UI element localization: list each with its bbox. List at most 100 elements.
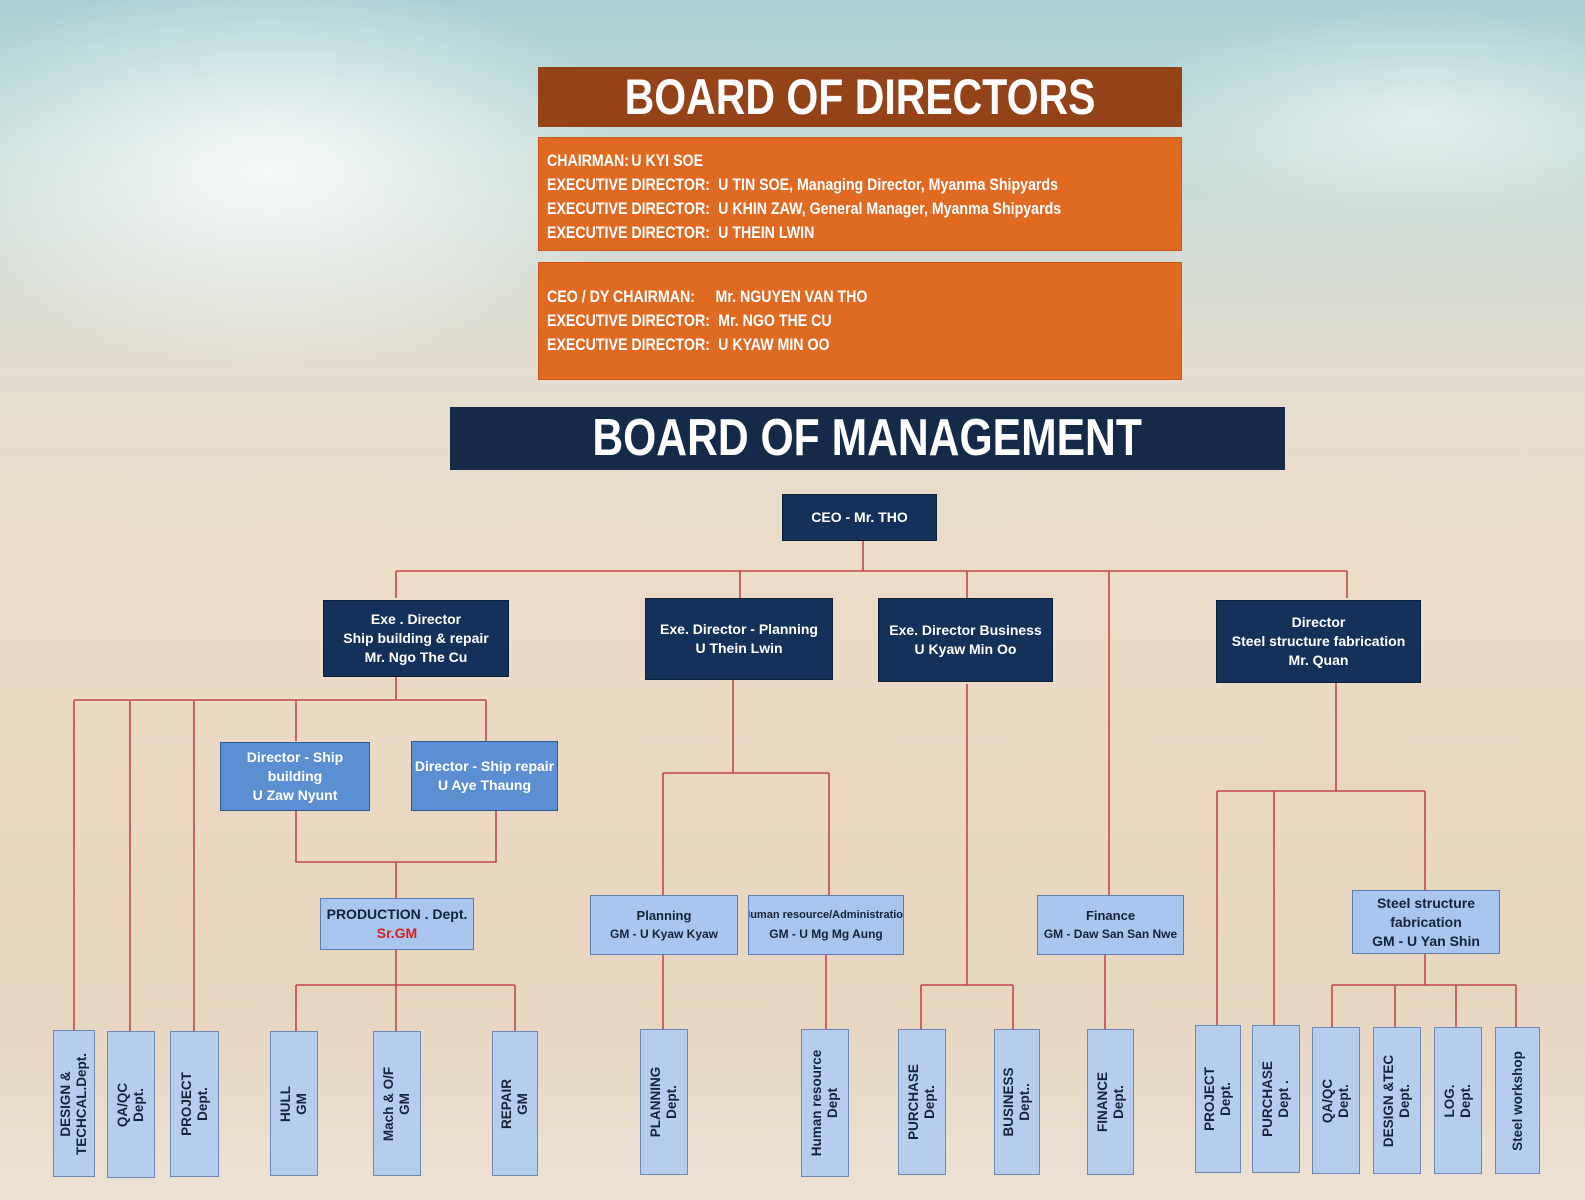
- dept-line: Dept..: [1017, 1083, 1032, 1121]
- node-line: U Kyaw Min Oo: [914, 641, 1017, 657]
- node-line: Planning: [636, 908, 692, 923]
- node-line: U Aye Thaung: [437, 777, 532, 793]
- design-technical-dept: DESIGN &TECHCAL.Dept.: [53, 1030, 95, 1177]
- sr-gm-label: Sr.GM: [376, 925, 418, 941]
- dept-line: PURCHASE: [906, 1064, 921, 1140]
- dept-line: DESIGN &TEC: [1381, 1054, 1396, 1147]
- dept-line: QA/QC: [115, 1082, 130, 1127]
- dept-line: TECHCAL.Dept.: [74, 1052, 89, 1155]
- node-line: Exe . Director: [370, 611, 462, 627]
- director-steel-node: Director Steel structure fabrication Mr.…: [1216, 600, 1421, 683]
- node-line: Director: [1291, 614, 1346, 630]
- node-line: Finance: [1085, 908, 1136, 923]
- hr-gm-node: Human resource/Administration GM - U Mg …: [748, 895, 904, 955]
- ceo-label: CEO - Mr. THO: [811, 509, 908, 525]
- dept-line: Dept.: [1218, 1082, 1233, 1116]
- board-member-row: CHAIRMAN:U KYI SOE: [547, 149, 1092, 173]
- dept-line: Dept.: [131, 1087, 146, 1122]
- dept-line: BUSINESS: [1001, 1067, 1016, 1137]
- board-member-name: U THEIN LWIN: [718, 224, 815, 242]
- director-shipbuilding-node: Exe . Director Ship building & repair Mr…: [323, 600, 509, 677]
- node-line: Mr. Quan: [1288, 652, 1349, 668]
- dept-line: Dept.: [194, 1087, 210, 1121]
- node-line: Exe. Director - Planning: [660, 621, 818, 637]
- node-line: GM - U Yan Shin: [1372, 932, 1480, 949]
- ceo-node: CEO - Mr. THO: [782, 494, 937, 541]
- dept-line: DESIGN &: [58, 1070, 73, 1137]
- node-line: GM - U Mg Mg Aung: [769, 927, 883, 941]
- director-planning-node: Exe. Director - Planning U Thein Lwin: [645, 598, 833, 680]
- board-member-role: EXECUTIVE DIRECTOR:: [547, 336, 710, 354]
- dept-line: GM: [515, 1092, 530, 1115]
- dept-line: PROJECT: [178, 1072, 194, 1136]
- executive-members-box: CEO / DY CHAIRMAN: Mr. NGUYEN VAN THO EXE…: [538, 262, 1182, 380]
- board-member-name: Mr. NGUYEN VAN THO: [715, 288, 868, 306]
- dept-line: Dept.: [1397, 1083, 1412, 1118]
- node-line: GM - U Kyaw Kyaw: [609, 927, 719, 941]
- dept-line: Dept.: [1458, 1083, 1473, 1118]
- dept-line: PROJECT: [1202, 1067, 1217, 1131]
- planning-gm-node: Planning GM - U Kyaw Kyaw: [590, 895, 738, 955]
- dept-line: GM: [397, 1092, 412, 1115]
- director-ship-repair-node: Director - Ship repair U Aye Thaung: [411, 741, 558, 811]
- dept-line: REPAIR: [499, 1078, 514, 1129]
- node-line: Steel structure: [1376, 894, 1476, 911]
- node-line: U Thein Lwin: [695, 640, 783, 656]
- board-member-role: EXECUTIVE DIRECTOR:: [547, 200, 710, 218]
- board-member-name: U KYAW MIN OO: [718, 336, 830, 354]
- board-of-directors-title: BOARD OF DIRECTORS: [538, 67, 1182, 127]
- board-member-row: EXECUTIVE DIRECTOR: U THEIN LWIN: [547, 221, 1092, 245]
- board-member-role: EXECUTIVE DIRECTOR:: [547, 224, 710, 242]
- board-member-row: EXECUTIVE DIRECTOR: U KHIN ZAW, General M…: [547, 197, 1092, 221]
- director-ship-building-node: Director - Ship building U Zaw Nyunt: [220, 742, 370, 811]
- dept-line: PURCHASE: [1260, 1061, 1275, 1137]
- dept-line: Dept.: [664, 1085, 679, 1119]
- dept-line: GM: [294, 1092, 309, 1115]
- dept-line: FINANCE: [1094, 1072, 1110, 1132]
- dept-line: Human resource: [809, 1049, 824, 1157]
- board-member-name: U KHIN ZAW, General Manager, Myanma Ship…: [718, 200, 1062, 218]
- board-member-row: EXECUTIVE DIRECTOR:Mr. NGO THE CU: [547, 309, 1092, 333]
- finance-gm-node: Finance GM - Daw San San Nwe: [1037, 895, 1184, 955]
- node-line: Steel structure fabrication: [1231, 633, 1406, 649]
- node-line: Director - Ship: [246, 749, 344, 765]
- steel-fabrication-gm-node: Steel structure fabrication GM - U Yan S…: [1352, 890, 1500, 954]
- board-members-box: CHAIRMAN:U KYI SOE EXECUTIVE DIRECTOR: U …: [538, 137, 1182, 251]
- dept-line: HULL: [278, 1085, 293, 1122]
- node-line: building: [267, 768, 323, 784]
- board-member-role: CHAIRMAN:: [547, 152, 629, 170]
- dept-line: Mach & O/F: [381, 1066, 396, 1141]
- dept-line: QA/QC: [1320, 1078, 1335, 1123]
- board-member-row: EXECUTIVE DIRECTOR: U KYAW MIN OO: [547, 333, 1092, 357]
- board-member-role: EXECUTIVE DIRECTOR:: [547, 176, 710, 194]
- node-line: GM - Daw San San Nwe: [1043, 927, 1178, 941]
- board-member-row: CEO / DY CHAIRMAN: Mr. NGUYEN VAN THO: [547, 285, 1092, 309]
- dept-line: Dept: [825, 1088, 840, 1118]
- node-line: Mr. Ngo The Cu: [364, 649, 468, 665]
- board-member-name: U TIN SOE, Managing Director, Myanma Shi…: [718, 176, 1058, 194]
- dept-line: Dept.: [1110, 1085, 1126, 1119]
- board-member-name: U KYI SOE: [631, 152, 704, 170]
- director-business-node: Exe. Director Business U Kyaw Min Oo: [878, 598, 1053, 682]
- board-member-role: CEO / DY CHAIRMAN:: [547, 288, 695, 306]
- dept-line: Dept.: [922, 1085, 937, 1119]
- dept-line: Dept .: [1276, 1080, 1291, 1118]
- node-line: fabrication: [1390, 913, 1462, 930]
- node-line: Exe. Director Business: [889, 622, 1042, 638]
- production-dept-label: PRODUCTION . Dept.: [326, 906, 468, 922]
- node-line: Director - Ship repair: [414, 758, 555, 774]
- board-member-role: EXECUTIVE DIRECTOR:: [547, 312, 710, 330]
